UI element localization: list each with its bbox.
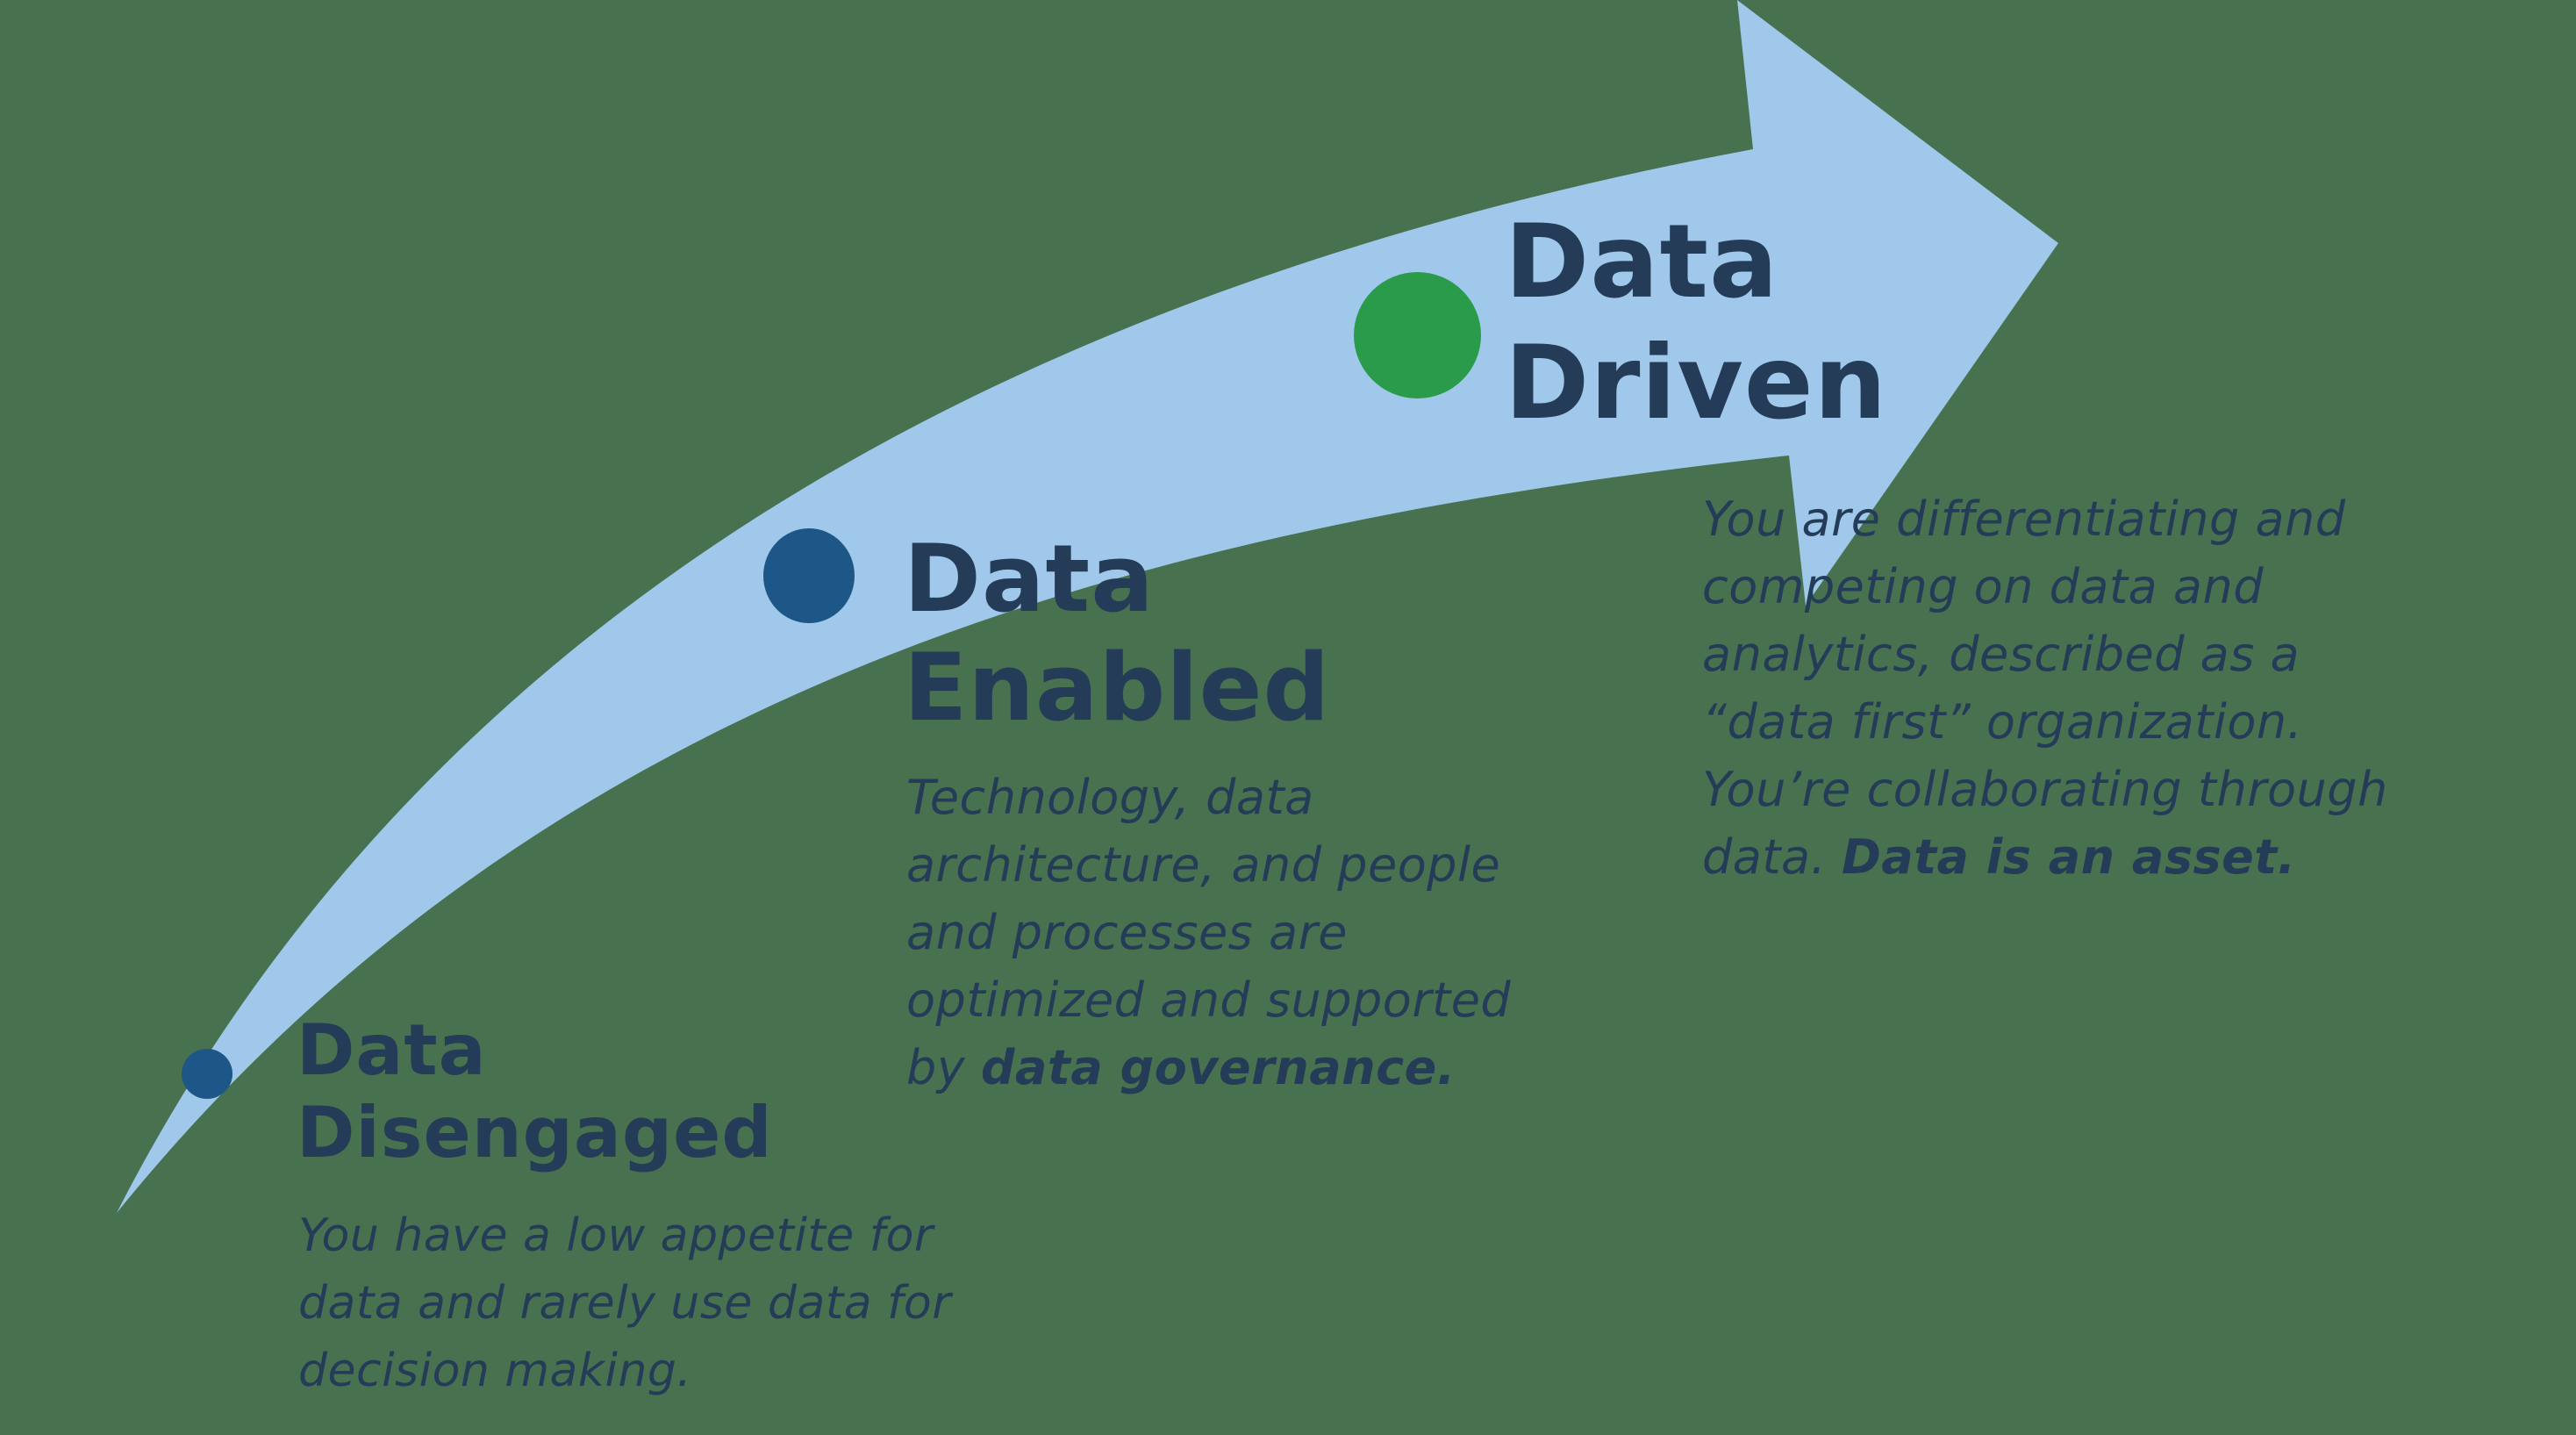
stage-title-line1: Data — [297, 1009, 487, 1091]
stage-title-enabled: Data Enabled — [904, 525, 1330, 743]
description-line: optimized and supported — [906, 972, 1512, 1028]
description-line: decision making. — [298, 1345, 692, 1397]
description-line: competing on data and — [1702, 559, 2264, 614]
stage-title-line2: Disengaged — [297, 1092, 773, 1173]
stage-dot-driven — [1354, 272, 1481, 398]
description-line: analytics, described as a — [1702, 627, 2301, 682]
description-line: You have a low appetite for — [298, 1209, 934, 1262]
arrow-shape — [117, 0, 2058, 1213]
stage-title-line2: Enabled — [904, 634, 1331, 742]
description-line: architecture, and people — [906, 837, 1501, 893]
description-text: data. — [1702, 829, 1842, 885]
stage-description-disengaged: You have a low appetite for data and rar… — [298, 1202, 951, 1405]
stage-description-enabled: Technology, data architecture, and peopl… — [906, 764, 1511, 1101]
stage-title-disengaged: Data Disengaged — [297, 1009, 773, 1174]
description-line: by data governance. — [906, 1034, 1511, 1101]
description-emphasis: Data is an asset. — [1841, 829, 2296, 885]
description-line: “data first” organization. — [1702, 694, 2303, 750]
description-text: by — [906, 1040, 981, 1095]
description-line: Technology, data — [906, 770, 1314, 825]
description-line: You are differentiating and — [1702, 491, 2346, 547]
description-line: data and rarely use data for — [298, 1277, 952, 1330]
stage-dot-disengaged — [182, 1049, 233, 1099]
description-line: data. Data is an asset. — [1702, 823, 2388, 891]
stage-title-line1: Data — [904, 525, 1155, 633]
stage-title-line2: Driven — [1505, 324, 1888, 442]
description-line: You’re collaborating through — [1702, 762, 2388, 817]
stage-title-line1: Data — [1505, 203, 1779, 321]
stage-title-driven: Data Driven — [1505, 202, 1887, 444]
stage-dot-enabled — [763, 528, 855, 623]
description-line: and processes are — [906, 905, 1348, 960]
stage-description-driven: You are differentiating and competing on… — [1702, 485, 2388, 891]
description-emphasis: data governance. — [980, 1040, 1456, 1095]
